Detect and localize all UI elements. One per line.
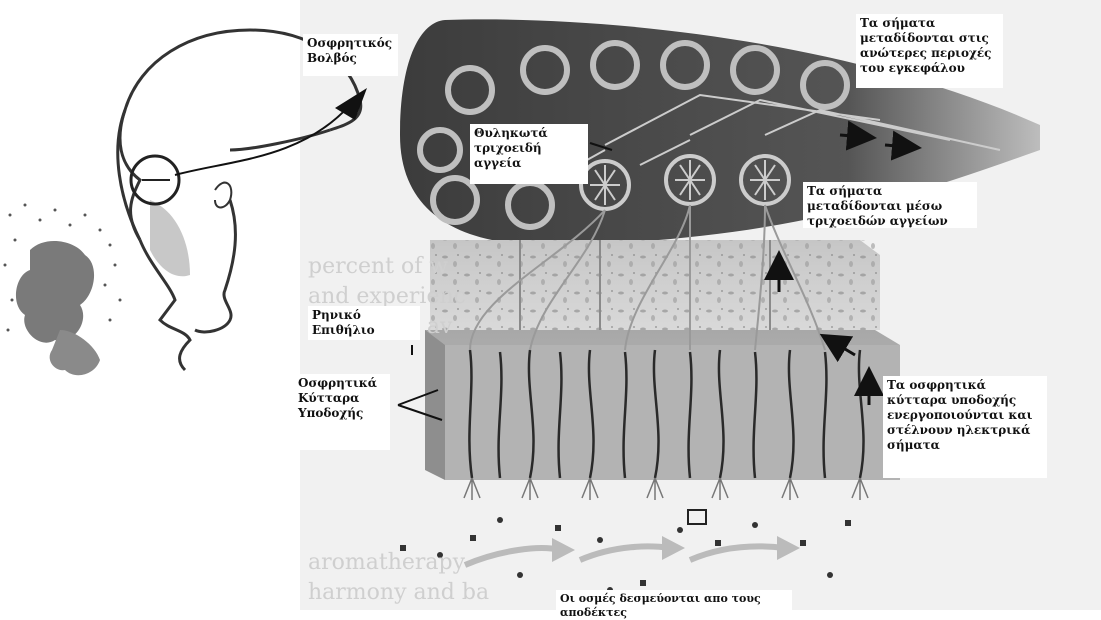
odor-cloud — [4, 204, 122, 376]
bulb-arrow-2 — [885, 145, 910, 147]
label-signals-via-capillaries: Τα σήματα μεταδίδονται μέσω τριχοειδών α… — [803, 182, 977, 228]
label-nasal-epithelium: Ρηνικό Επιθήλιο — [308, 306, 420, 340]
label-signals-higher-brain: Τα σήματα μεταδίδονται στις ανώτερες περ… — [856, 14, 1003, 88]
receptor-slab-side — [425, 330, 445, 480]
bulb-arrow-1 — [840, 135, 865, 137]
receptor-slab-front — [445, 345, 900, 480]
ear — [215, 183, 231, 208]
label-odors-bind: Οι οσμές δεσμεύονται απο τους αποδέκτες — [556, 590, 792, 610]
label-receptor-cells-activated: Τα οσφρητικά κύτταρα υποδοχής ενεργοποιο… — [883, 376, 1047, 478]
label-mammary-capillaries: Θυληκωτά τριχοειδή αγγεία — [470, 124, 588, 184]
label-olfactory-bulb: Οσφρητικός Βολβός — [303, 34, 398, 76]
nasal-cavity — [150, 200, 190, 276]
label-olfactory-receptor-cells: Οσφρητικά Κύτταρα Υποδοχής — [294, 374, 390, 450]
